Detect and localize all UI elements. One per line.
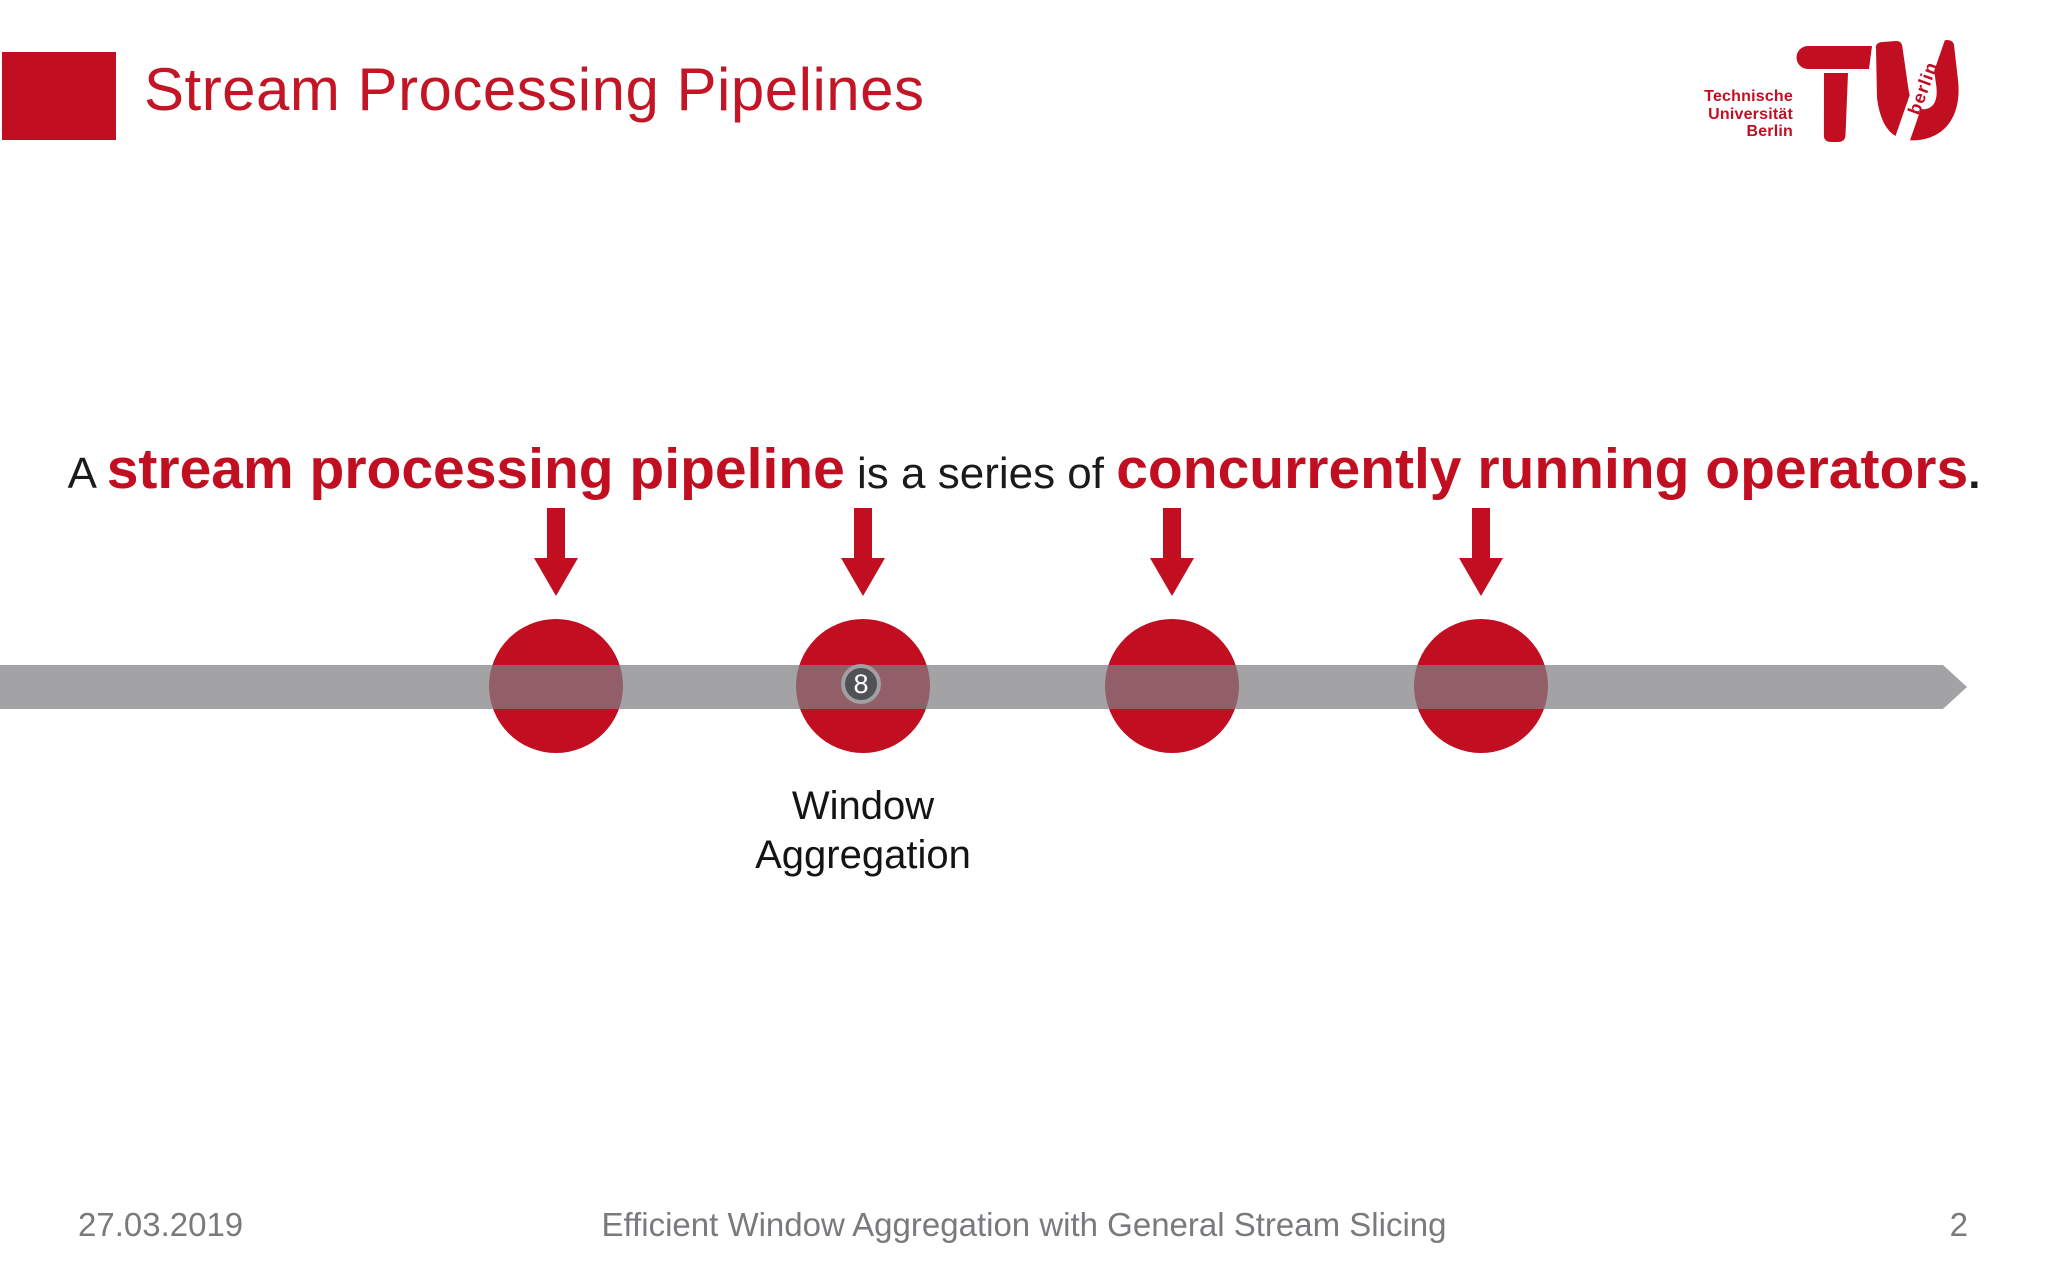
wordmark-line: Universität xyxy=(1708,105,1793,123)
wordmark-line: Technische xyxy=(1704,88,1793,105)
sentence-term-operators: concurrently running operators xyxy=(1116,437,1969,501)
slide-title: Stream Processing Pipelines xyxy=(144,56,925,123)
footer-title: Efficient Window Aggregation with Genera… xyxy=(601,1206,1447,1243)
footer-date: 27.03.2019 xyxy=(78,1206,244,1243)
footer-page-number: 2 xyxy=(1949,1206,1968,1243)
operator-label: Window Aggregation xyxy=(755,784,971,877)
sentence-middle: is a series of xyxy=(844,449,1117,498)
sentence-period: . xyxy=(1968,449,1981,498)
tu-berlin-logo: Technische Universität Berlin berlin xyxy=(1678,36,2038,156)
title-accent-square xyxy=(2,52,116,140)
operator-circle xyxy=(1414,619,1548,753)
operator-circle xyxy=(489,619,623,753)
tu-berlin-wordmark: Technische Universität Berlin xyxy=(1704,88,1793,141)
sentence-prefix: A xyxy=(67,449,107,498)
definition-sentence: A stream processing pipeline is a series… xyxy=(0,436,2048,502)
sentence-term-pipeline: stream processing pipeline xyxy=(106,437,845,501)
wordmark-line: Berlin xyxy=(1746,123,1793,140)
operator-circle xyxy=(1105,619,1239,753)
tu-logo-icon: berlin xyxy=(1796,38,1959,146)
operator-count-badge: 8 xyxy=(841,664,881,704)
operator-circle xyxy=(796,619,930,753)
